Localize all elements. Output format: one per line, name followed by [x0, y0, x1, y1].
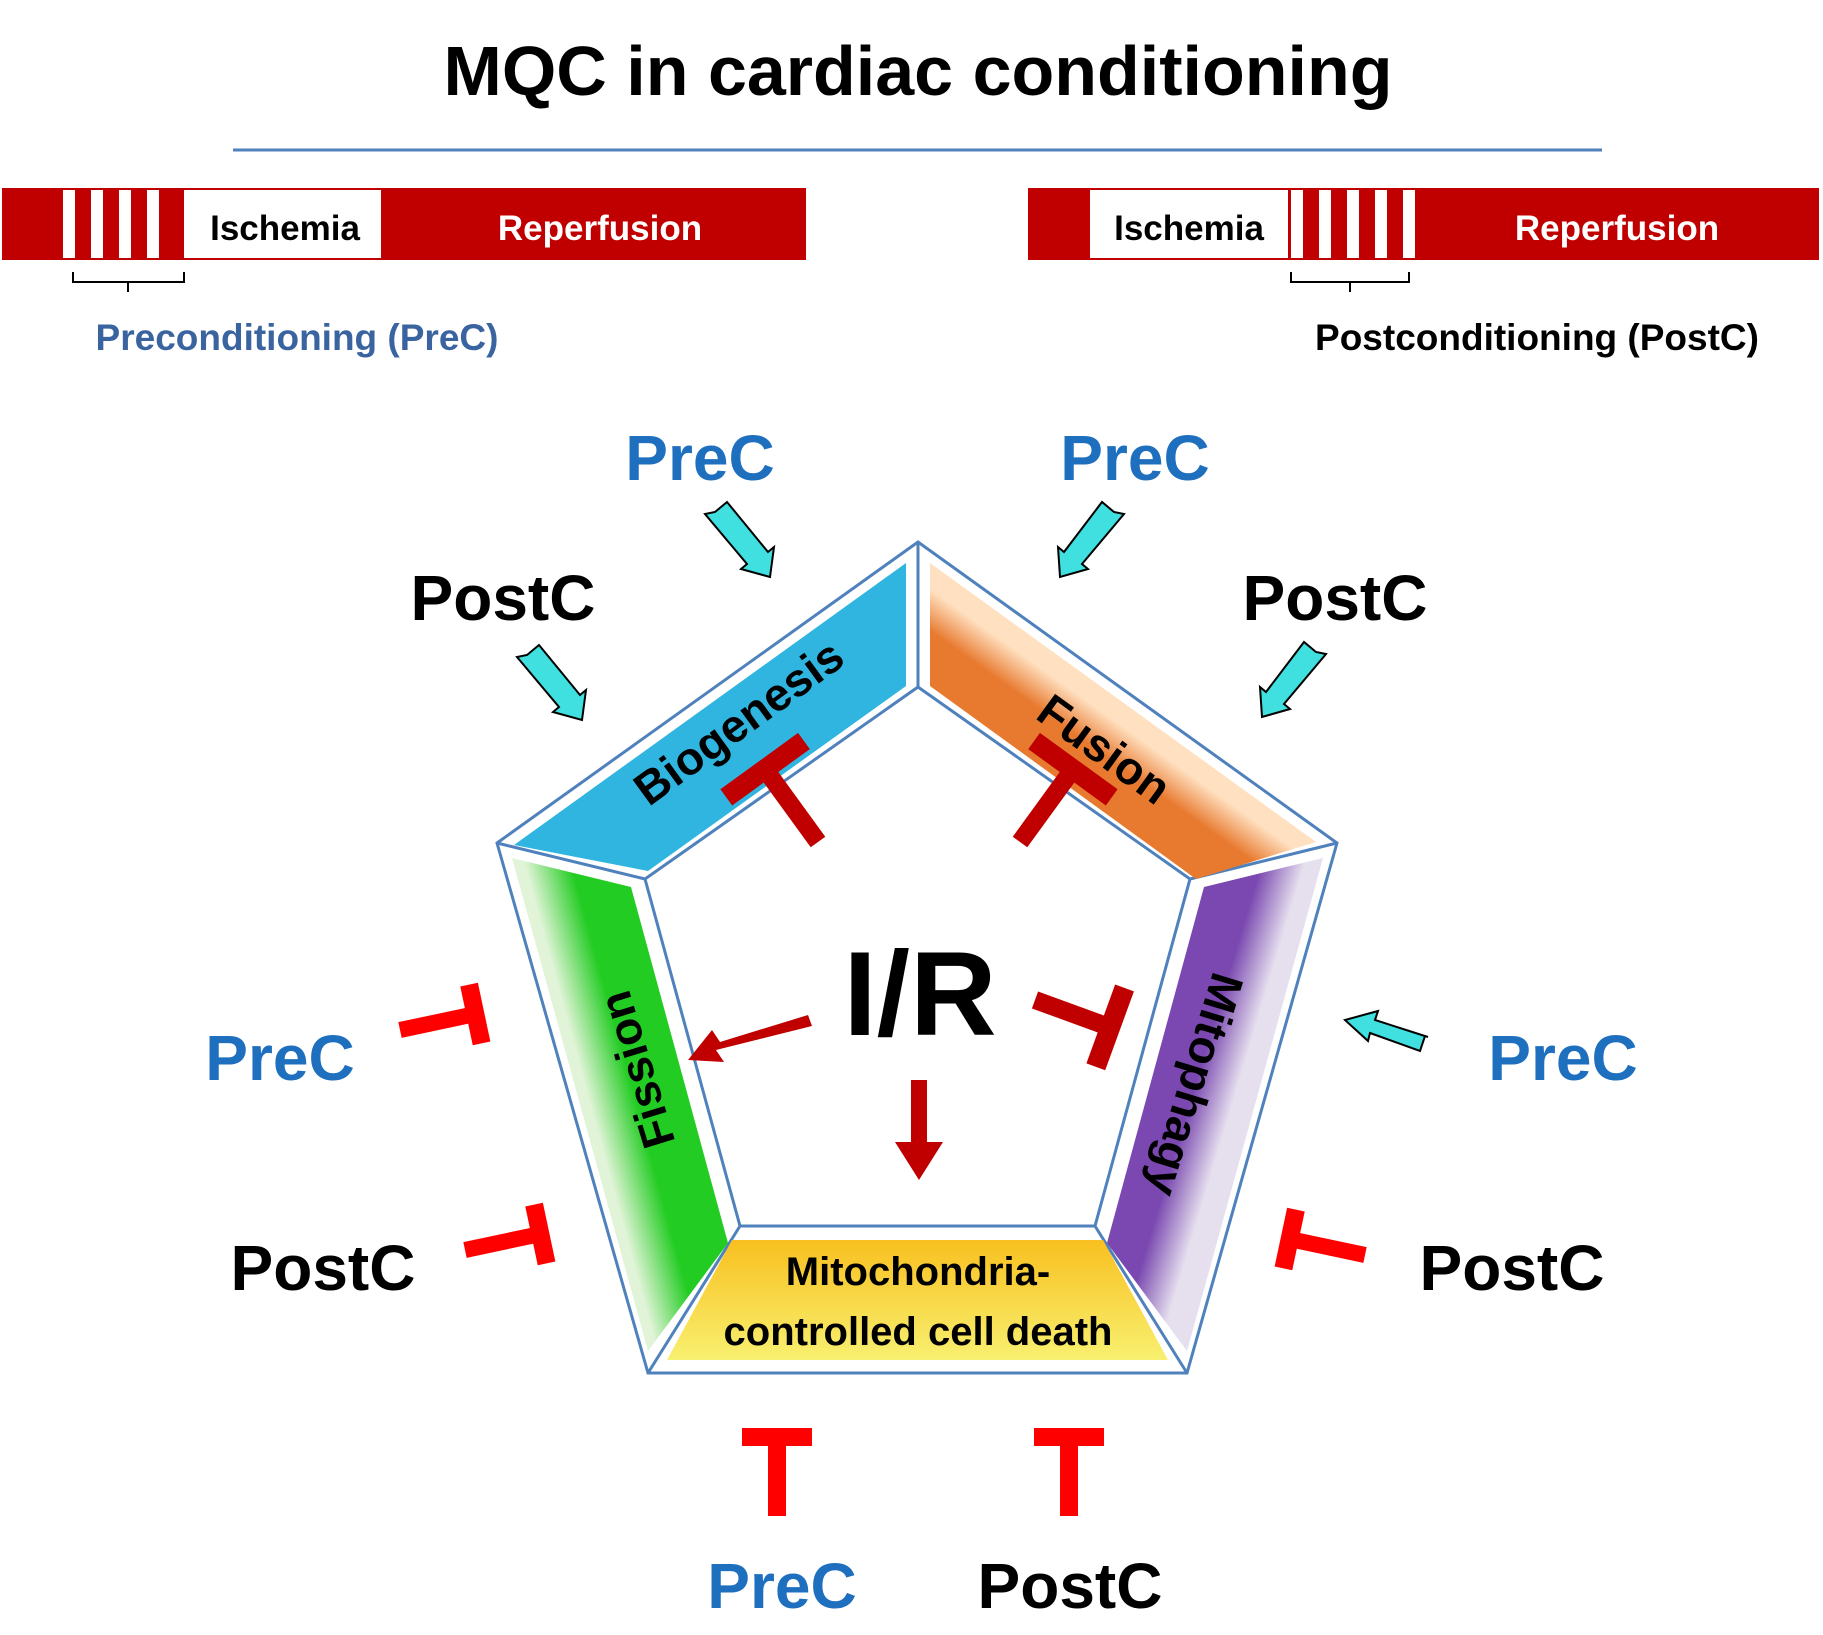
pentagon-corner-line [496, 841, 646, 881]
prec-promotes-fusion-arrow [1056, 500, 1126, 579]
post-ischemia-box [1090, 190, 1288, 258]
post-stripe [1319, 190, 1331, 258]
postc-label-lower-left: PostC [231, 1232, 416, 1304]
prec-label-left: PreC [205, 1022, 354, 1094]
death-label-line1: Mitochondria- [786, 1250, 1050, 1294]
pre-reperfusion-label: Reperfusion [498, 209, 702, 248]
ir-inhibits-biogenesis [720, 732, 826, 848]
post-brace [1290, 272, 1410, 292]
postc-label-bottom: PostC [978, 1550, 1163, 1622]
page-title: MQC in cardiac conditioning [444, 32, 1393, 110]
pre-conditioning-label: Preconditioning (PreC) [96, 317, 499, 358]
postc-promotes-biogenesis-arrow [515, 643, 588, 722]
prec-label-top-right: PreC [1060, 422, 1209, 494]
pre-stripe [63, 190, 75, 258]
ir-inhibits-mitophagy [1031, 984, 1134, 1071]
prec-inhibits-fission [398, 982, 491, 1046]
postc-label-upper-right: PostC [1243, 562, 1428, 634]
prec-promotes-mitophagy-arrow [1342, 1009, 1429, 1053]
post-stripe [1347, 190, 1359, 258]
postc-promotes-fusion-arrow [1258, 640, 1328, 719]
ir-promotes-death-arrow [895, 1080, 943, 1180]
post-ischemia-label: Ischemia [1114, 209, 1264, 248]
prec-label-bottom: PreC [707, 1550, 856, 1622]
ir-promotes-fission-arrow [688, 1015, 812, 1062]
postconditioning-timeline: Ischemia Reperfusion Postconditioning (P… [1028, 188, 1819, 358]
pre-stripe [147, 190, 159, 258]
pre-brace [72, 272, 185, 292]
death-band [667, 1240, 1168, 1360]
pre-timeline-bar [2, 188, 806, 260]
death-label-line2: controlled cell death [724, 1310, 1113, 1354]
pentagon-corner-line [1093, 1225, 1189, 1374]
post-stripe [1375, 190, 1387, 258]
pre-ischemia-label: Ischemia [210, 209, 360, 248]
pre-stripe [119, 190, 131, 258]
post-stripe [1291, 190, 1303, 258]
post-conditioning-label: Postconditioning (PostC) [1315, 317, 1759, 358]
postc-inhibits-cell-death [1034, 1428, 1104, 1516]
fusion-band [930, 563, 1316, 879]
biogenesis-band [514, 563, 906, 871]
postc-inhibits-mitophagy [1274, 1207, 1367, 1271]
pentagon-corner-line [646, 1225, 742, 1374]
pre-ischemia-box [184, 190, 381, 258]
pre-stripe [91, 190, 103, 258]
prec-inhibits-cell-death [742, 1428, 812, 1516]
postc-inhibits-fission [463, 1202, 556, 1266]
ir-center-label: I/R [843, 927, 996, 1061]
post-reperfusion-label: Reperfusion [1515, 209, 1719, 248]
postc-label-lower-right: PostC [1420, 1232, 1605, 1304]
pentagon-inner [643, 685, 1192, 1228]
mqc-pentagon: Biogenesis Fusion Mitophagy Fission Mito… [495, 540, 1339, 1375]
post-stripe [1403, 190, 1415, 258]
mitophagy-band [1107, 858, 1323, 1351]
prec-label-top-left: PreC [625, 422, 774, 494]
prec-label-right: PreC [1488, 1022, 1637, 1094]
postc-label-upper-left: PostC [411, 562, 596, 634]
preconditioning-timeline: Ischemia Reperfusion Preconditioning (Pr… [2, 188, 806, 358]
fission-band [512, 858, 728, 1351]
ir-inhibits-fusion [1012, 732, 1118, 848]
prec-promotes-biogenesis-arrow [703, 500, 776, 579]
